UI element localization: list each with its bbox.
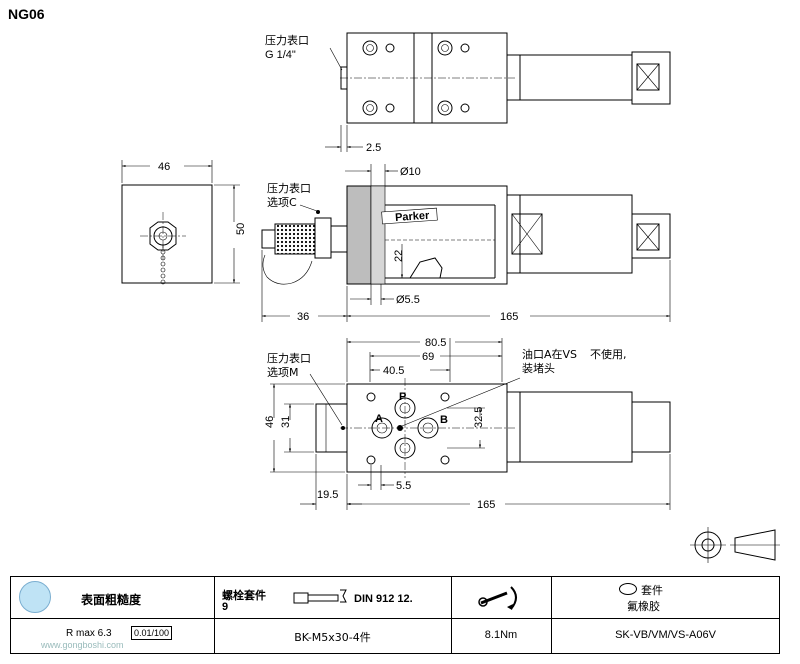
o-ring-icon xyxy=(619,583,637,595)
seal-header: 套件 氟橡胶 xyxy=(551,577,780,618)
end-view-body xyxy=(121,184,213,284)
dim-label: 80.5 xyxy=(425,337,446,349)
gauge-port-label: 压力表口 xyxy=(265,33,309,47)
bolt-header: 螺栓套件 9 DIN 912 12. xyxy=(214,577,451,618)
surface-values: R max 6.3 0.01/100 www.gongboshi.com xyxy=(11,618,214,654)
bolt-standard: DIN 912 12. xyxy=(354,593,413,605)
dim-label: 69 xyxy=(422,351,434,363)
dim-label: 46 xyxy=(264,416,276,428)
spec-table: 表面粗糙度 R max 6.3 0.01/100 www.gongboshi.c… xyxy=(10,576,780,654)
gauge-option-m-label: 压力表口 xyxy=(267,351,311,365)
dim-label: Ø5.5 xyxy=(396,294,420,306)
port-note-2: 不使用, xyxy=(590,348,627,361)
port-p-label: P xyxy=(399,391,406,403)
torque-value: 8.1Nm xyxy=(484,629,518,641)
mascot-icon xyxy=(19,581,51,613)
middle-view: 46 50 Parker xyxy=(121,160,671,323)
dim-label: 50 xyxy=(235,223,247,235)
gauge-option-m-sub: 选项M xyxy=(267,366,299,379)
page-title: NG06 xyxy=(8,6,45,22)
seal-material: 氟橡胶 xyxy=(627,600,660,613)
projection-symbol-icon xyxy=(690,527,780,563)
dim-label: 36 xyxy=(297,311,309,323)
port-note: 油口A在VS xyxy=(522,347,577,361)
dim-label: 46 xyxy=(158,161,170,173)
bottom-view: P A B 压力表口 选项M 油口A在VS 不使用, 装堵头 80.5 69 4… xyxy=(264,337,671,511)
seal-value: SK-VB/VM/VS-A06V xyxy=(615,629,716,641)
dim-label: 2.5 xyxy=(366,142,381,154)
surface-header: 表面粗糙度 xyxy=(11,577,214,618)
port-a-label: A xyxy=(375,413,383,425)
dim-label: 40.5 xyxy=(383,365,404,377)
dim-label: 165 xyxy=(500,311,518,323)
roughness-value: R max 6.3 xyxy=(66,628,112,639)
dim-label: 31 xyxy=(280,416,292,428)
dim-label: 165 xyxy=(477,499,495,511)
port-b-label: B xyxy=(440,414,448,426)
port-pattern xyxy=(341,392,450,465)
bolt-count: 9 xyxy=(222,601,229,613)
gauge-option-c-sub: 选项C xyxy=(267,196,297,209)
bolt-value: BK-M5x30-4件 xyxy=(294,631,371,644)
dim-label: 19.5 xyxy=(317,489,338,501)
brand-label: Parker xyxy=(395,210,431,224)
technical-drawing: 压力表口 G 1/4" 2.5 46 50 xyxy=(121,32,780,563)
wrench-icon xyxy=(478,586,517,610)
dim-label: Ø10 xyxy=(400,166,421,178)
seal-label: 套件 xyxy=(641,584,663,597)
parker-logo: Parker xyxy=(381,207,438,225)
top-view: 压力表口 G 1/4" 2.5 xyxy=(265,32,671,154)
port-note-3: 装堵头 xyxy=(522,361,555,375)
dim-label: 32.5 xyxy=(473,407,485,428)
bolt-label: 螺栓套件 xyxy=(222,589,266,602)
surface-label: 表面粗糙度 xyxy=(81,593,142,607)
bolt-icon xyxy=(293,589,347,604)
gauge-port-thread: G 1/4" xyxy=(265,49,296,61)
gauge-option-c-label: 压力表口 xyxy=(267,181,311,195)
flatness-value: 0.01/100 xyxy=(131,626,173,640)
torque-header xyxy=(451,577,551,618)
watermark: www.gongboshi.com xyxy=(41,640,124,650)
dim-label: 5.5 xyxy=(396,480,411,492)
dim-label: 22 xyxy=(393,250,405,262)
bolt-hole xyxy=(362,40,470,116)
